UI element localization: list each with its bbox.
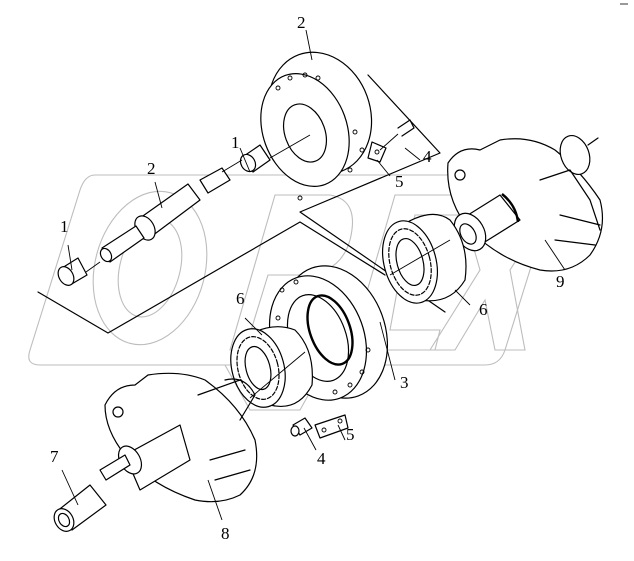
- bearing-right: [382, 213, 467, 304]
- leader-lines: [61, 29, 566, 521]
- callout-1-upper: 1: [231, 133, 240, 152]
- callout-7: 7: [50, 447, 59, 466]
- callout-4-lower: 4: [317, 449, 326, 468]
- callout-1-lower: 1: [60, 217, 69, 236]
- callout-9: 9: [556, 272, 565, 291]
- crank-right: [447, 135, 603, 272]
- callout-6-right: 6: [479, 300, 488, 319]
- bushing-lower: [57, 257, 101, 286]
- callout-4-upper: 4: [423, 147, 432, 166]
- callout-3-lower: 3: [400, 373, 409, 392]
- housing-lower: [268, 265, 389, 401]
- crank-left: [99, 372, 258, 503]
- housing-upper: [260, 51, 415, 201]
- shaft: [99, 159, 243, 263]
- corner-mark: [620, 3, 628, 5]
- callout-6-left: 6: [236, 289, 245, 308]
- callout-3-upper: 2: [297, 13, 306, 32]
- bushing-7: [53, 484, 107, 532]
- callout-5-upper: 5: [395, 172, 404, 191]
- bearing-left: [230, 326, 313, 408]
- callout-2: 2: [147, 159, 156, 178]
- lockplate-bolt-lower: [290, 414, 349, 439]
- callout-8: 8: [221, 524, 230, 543]
- callout-5-lower: 5: [346, 425, 355, 444]
